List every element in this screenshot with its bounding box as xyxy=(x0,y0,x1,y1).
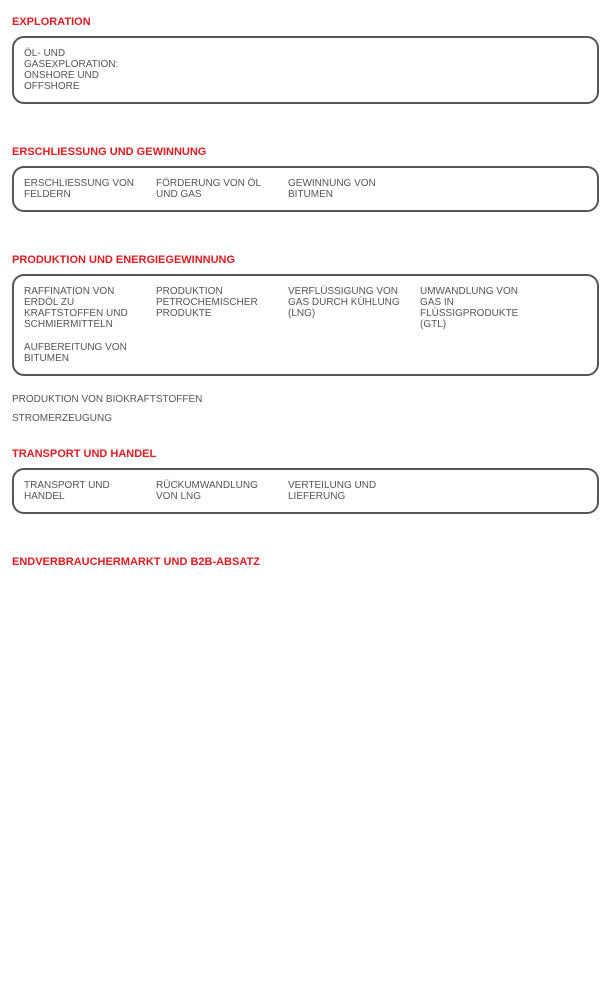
stage-box: ERSCHLIESSUNG VON FELDERN FÖRDERUNG VON … xyxy=(12,166,599,212)
item: VERTEILUNG UND LIEFERUNG xyxy=(288,480,377,502)
stage-2: ERSCHLIESSUNG UND GEWINNUNG ERSCHLIESSUN… xyxy=(0,130,611,238)
item: TRANSPORT UND HANDEL xyxy=(24,480,110,502)
stage-title: ERSCHLIESSUNG UND GEWINNUNG xyxy=(12,146,207,158)
stage-4: TRANSPORT UND HANDEL TRANSPORT UND HANDE… xyxy=(0,432,611,540)
stage-title: PRODUKTION UND ENERGIEGEWINNUNG xyxy=(12,254,236,266)
stage-box: RAFFINATION VON ERDÖL ZU KRAFTSTOFFEN UN… xyxy=(12,274,599,376)
item: GEWINNUNG VON BITUMEN xyxy=(288,178,376,200)
stage-box: TRANSPORT UND HANDEL RÜCKUMWANDLUNG VON … xyxy=(12,468,599,514)
item: AUFBEREITUNG VON BITUMEN xyxy=(24,342,127,364)
side-item: STROMERZEUGUNG xyxy=(12,413,112,424)
side-item: PRODUKTION VON BIOKRAFTSTOFFEN xyxy=(12,394,203,405)
item: ERSCHLIESSUNG VON FELDERN xyxy=(24,178,135,200)
item: ÖL- UND GASEXPLORATION: ONSHORE UND OFFS… xyxy=(24,48,119,92)
stage-box: ÖL- UND GASEXPLORATION: ONSHORE UND OFFS… xyxy=(12,36,599,104)
stage-5: ENDVERBRAUCHERMARKT UND B2B-ABSATZ xyxy=(0,540,611,584)
item: RÜCKUMWANDLUNG VON LNG xyxy=(156,480,258,502)
item: PRODUKTION PETROCHEMISCHER PRODUKTE xyxy=(156,286,258,319)
stage-title: TRANSPORT UND HANDEL xyxy=(12,448,157,460)
stage-title: EXPLORATION xyxy=(12,16,91,28)
stage-title: ENDVERBRAUCHERMARKT UND B2B-ABSATZ xyxy=(12,556,260,568)
stage-1: EXPLORATION ÖL- UND GASEXPLORATION: ONSH… xyxy=(0,0,611,130)
item: UMWANDLUNG VON GAS IN FLÜSSIGPRODUKTE (G… xyxy=(420,286,519,330)
item: FÖRDERUNG VON ÖL UND GAS xyxy=(156,178,261,200)
item: RAFFINATION VON ERDÖL ZU KRAFTSTOFFEN UN… xyxy=(24,286,128,330)
stage-3: PRODUKTION UND ENERGIEGEWINNUNG RAFFINAT… xyxy=(0,238,611,432)
item: VERFLÜSSIGUNG VON GAS DURCH KÜHLUNG (LNG… xyxy=(288,286,400,319)
